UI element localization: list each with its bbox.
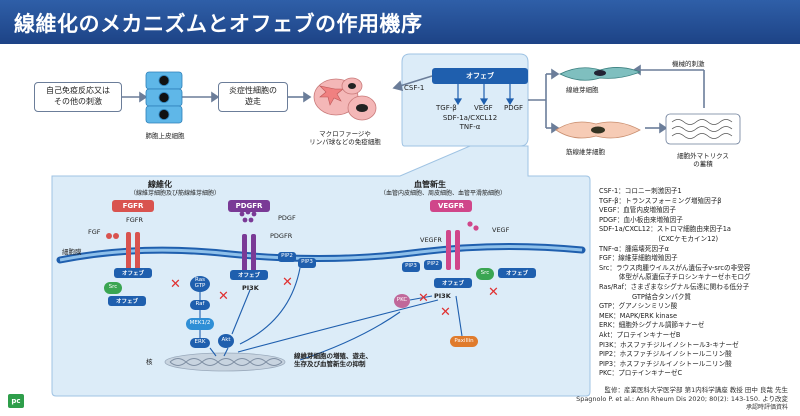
csf1-label: CSF-1: [404, 84, 425, 92]
inflammatory-box: 炎症性細胞の 遊走: [218, 82, 288, 112]
membrane-label: 細胞膜: [62, 248, 82, 256]
legend-item: GTP：グアノシンミリン酸: [599, 302, 678, 311]
fibrosis-title: 線維化: [148, 180, 172, 189]
inhibit-mark: ✕: [418, 291, 429, 306]
legend-item: Akt：プロテインキナーゼB: [599, 331, 681, 339]
fgfr-pill: FGFR: [112, 200, 154, 212]
src-node-left: Src: [104, 282, 122, 294]
raf-node: Raf: [190, 300, 210, 310]
page-title: 線維化のメカニズムとオフェブの作用機序: [14, 12, 423, 36]
title-bar: 線維化のメカニズムとオフェブの作用機序: [0, 0, 800, 44]
legend-item: (CXCケモカイン12): [599, 235, 719, 243]
akt-node: Akt: [218, 334, 234, 348]
legend-item: FGF：線維芽細胞増殖因子: [599, 254, 678, 263]
angio-subtitle: （血管内皮細胞、周皮細胞、血管平滑筋細胞）: [380, 190, 507, 197]
pi3k-right-label: PI3K: [434, 292, 451, 300]
legend-item: PKC：プロテインキナーゼC: [599, 369, 683, 378]
pdgfr-label: PDGFR: [270, 232, 293, 240]
sdf-label: SDF-1a/CXCL12: [442, 114, 498, 122]
pi3k-left-label: PI3K: [242, 284, 259, 292]
pdgfr-pill: PDGFR: [228, 200, 270, 212]
angio-title: 血管新生: [414, 180, 446, 189]
inhibit-mark: ✕: [170, 277, 181, 292]
ofev-src-right: オフェブ: [498, 268, 536, 278]
epithelial-label: 肺胞上皮細胞: [145, 132, 185, 140]
ofev-fgfr: オフェブ: [114, 268, 152, 278]
fgf-label: FGF: [88, 228, 101, 236]
legend-item: PIP2：ホスファチジルイノシトールニリン酸: [599, 350, 732, 359]
ofev-src-left: オフェブ: [108, 296, 146, 306]
credit-supervisor: 監修：産業医科大学医学部 第1内科学講座 教授 田中 良哉 先生: [604, 386, 788, 394]
fibroblast-cells: [559, 67, 642, 81]
pip2-left: PIP2: [278, 252, 296, 262]
pdgfr-receptor: [239, 209, 257, 274]
ofev-pdgfr: オフェブ: [230, 270, 268, 280]
fibroblast-label: 線維芽細胞: [566, 86, 599, 94]
erk-node: ERK: [190, 338, 210, 348]
vegfr-label: VEGFR: [420, 236, 442, 244]
vegfr-receptor: [446, 221, 479, 270]
nucleus-label: 核: [146, 358, 153, 366]
ofev-top-pill: オフェブ: [432, 68, 528, 84]
legend-item: GTP結合タンパク質: [599, 292, 692, 301]
myofibroblast-cells: [555, 121, 641, 139]
legend-item: TGF-β：トランスフォーミング増殖因子β: [599, 196, 722, 205]
pip2-right: PIP2: [424, 260, 442, 270]
pdgf-label: PDGF: [504, 104, 524, 112]
paxillin-node: Paxillin: [450, 336, 478, 347]
legend-item: TNF-α：腫瘍壊死因子α: [599, 244, 669, 253]
mek-node: MEK1/2: [186, 318, 214, 330]
outcome-label: 線維芽細胞の増殖、遊走、 生存及び血管新生の抑制: [294, 352, 372, 369]
myofibroblast-label: 筋線維芽細胞: [566, 148, 605, 156]
pkc-node: PKC: [394, 294, 410, 308]
legend-item: PI3K：ホスファチジルイノシトール3-キナーゼ: [599, 340, 739, 349]
inhibit-mark: ✕: [282, 275, 293, 290]
legend-item: ERK：細胞外シグナル調節キナーゼ: [599, 321, 705, 330]
fgfr-receptor: [106, 232, 140, 272]
inhibit-mark: ✕: [218, 289, 229, 304]
stimulus-box: 自己免疫反応又は その他の刺激: [34, 82, 122, 112]
inhibit-mark: ✕: [440, 305, 451, 320]
pc-logo: pc: [8, 394, 24, 408]
legend-item: 体型がん原遺伝子チロシンキナーゼホモログ: [599, 273, 751, 282]
pdgf-ligand-label: PDGF: [278, 214, 296, 222]
vegf-ligand-label: VEGF: [492, 226, 510, 234]
macrophage-label: マクロファージや リンパ球などの免疫細胞: [309, 130, 381, 147]
vegf-label: VEGF: [474, 104, 493, 112]
src-node-right: Src: [476, 268, 494, 280]
credit-note: 承認時評価資料: [745, 404, 788, 411]
credit-reference: Spagnolo P. et al.: Ann Rheum Dis 2020; …: [576, 395, 788, 403]
fibrosis-subtitle: （線維芽細胞及び筋線維芽細胞）: [130, 190, 221, 197]
tnf-label: TNF-α: [459, 123, 481, 131]
ecm-label: 細胞外マトリクス の蓄積: [677, 152, 729, 169]
legend-item: Src：ラウス肉腫ウイルスがん遺伝子v-srcの非受容: [599, 263, 751, 272]
vegfr-pill: VEGFR: [430, 200, 472, 212]
ras-gtp-node: Ras GTP: [190, 276, 210, 292]
legend-item: VEGF：血管内皮増殖因子: [599, 206, 676, 215]
immune-cells: [313, 77, 377, 121]
legend-item: Ras/Raf：さまざまなシグナル伝達に関わる低分子: [599, 283, 750, 291]
pip3-right: PIP3: [402, 262, 420, 272]
legend-item: PDGF：血小板由来増殖因子: [599, 215, 683, 224]
fgfr-label: FGFR: [126, 216, 144, 224]
inhibit-mark: ✕: [488, 285, 499, 300]
tgf-label: TGF-β: [436, 104, 457, 112]
mechanical-label: 機械的刺激: [672, 60, 705, 68]
legend-item: SDF-1a/CXCL12：ストロマ細胞由来因子1a: [599, 225, 731, 234]
pip3-left: PIP3: [298, 258, 316, 268]
legend-item: MEK：MAPK/ERK kinase: [599, 311, 678, 320]
ecm-fibers: [665, 113, 741, 145]
epithelial-cells: [145, 71, 183, 124]
legend-item: CSF-1：コロニー刺激因子1: [599, 187, 682, 195]
legend-item: PIP3：ホスファチジルイノシトールニリン酸: [599, 359, 732, 368]
ofev-vegfr: オフェブ: [434, 278, 472, 288]
